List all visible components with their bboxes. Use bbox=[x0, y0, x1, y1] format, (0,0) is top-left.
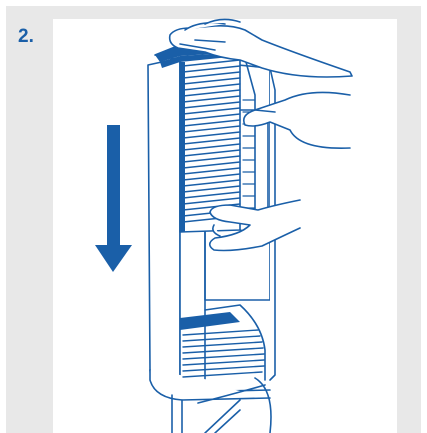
hand-icon bbox=[242, 91, 351, 149]
step-number: 2. bbox=[18, 26, 34, 47]
hand-icon bbox=[208, 199, 301, 252]
filter-cartridge bbox=[154, 39, 269, 236]
arrow-down-icon bbox=[95, 125, 132, 272]
lower-filter-fins bbox=[180, 304, 266, 381]
unit-base bbox=[171, 377, 272, 433]
hand-icon bbox=[168, 18, 353, 78]
